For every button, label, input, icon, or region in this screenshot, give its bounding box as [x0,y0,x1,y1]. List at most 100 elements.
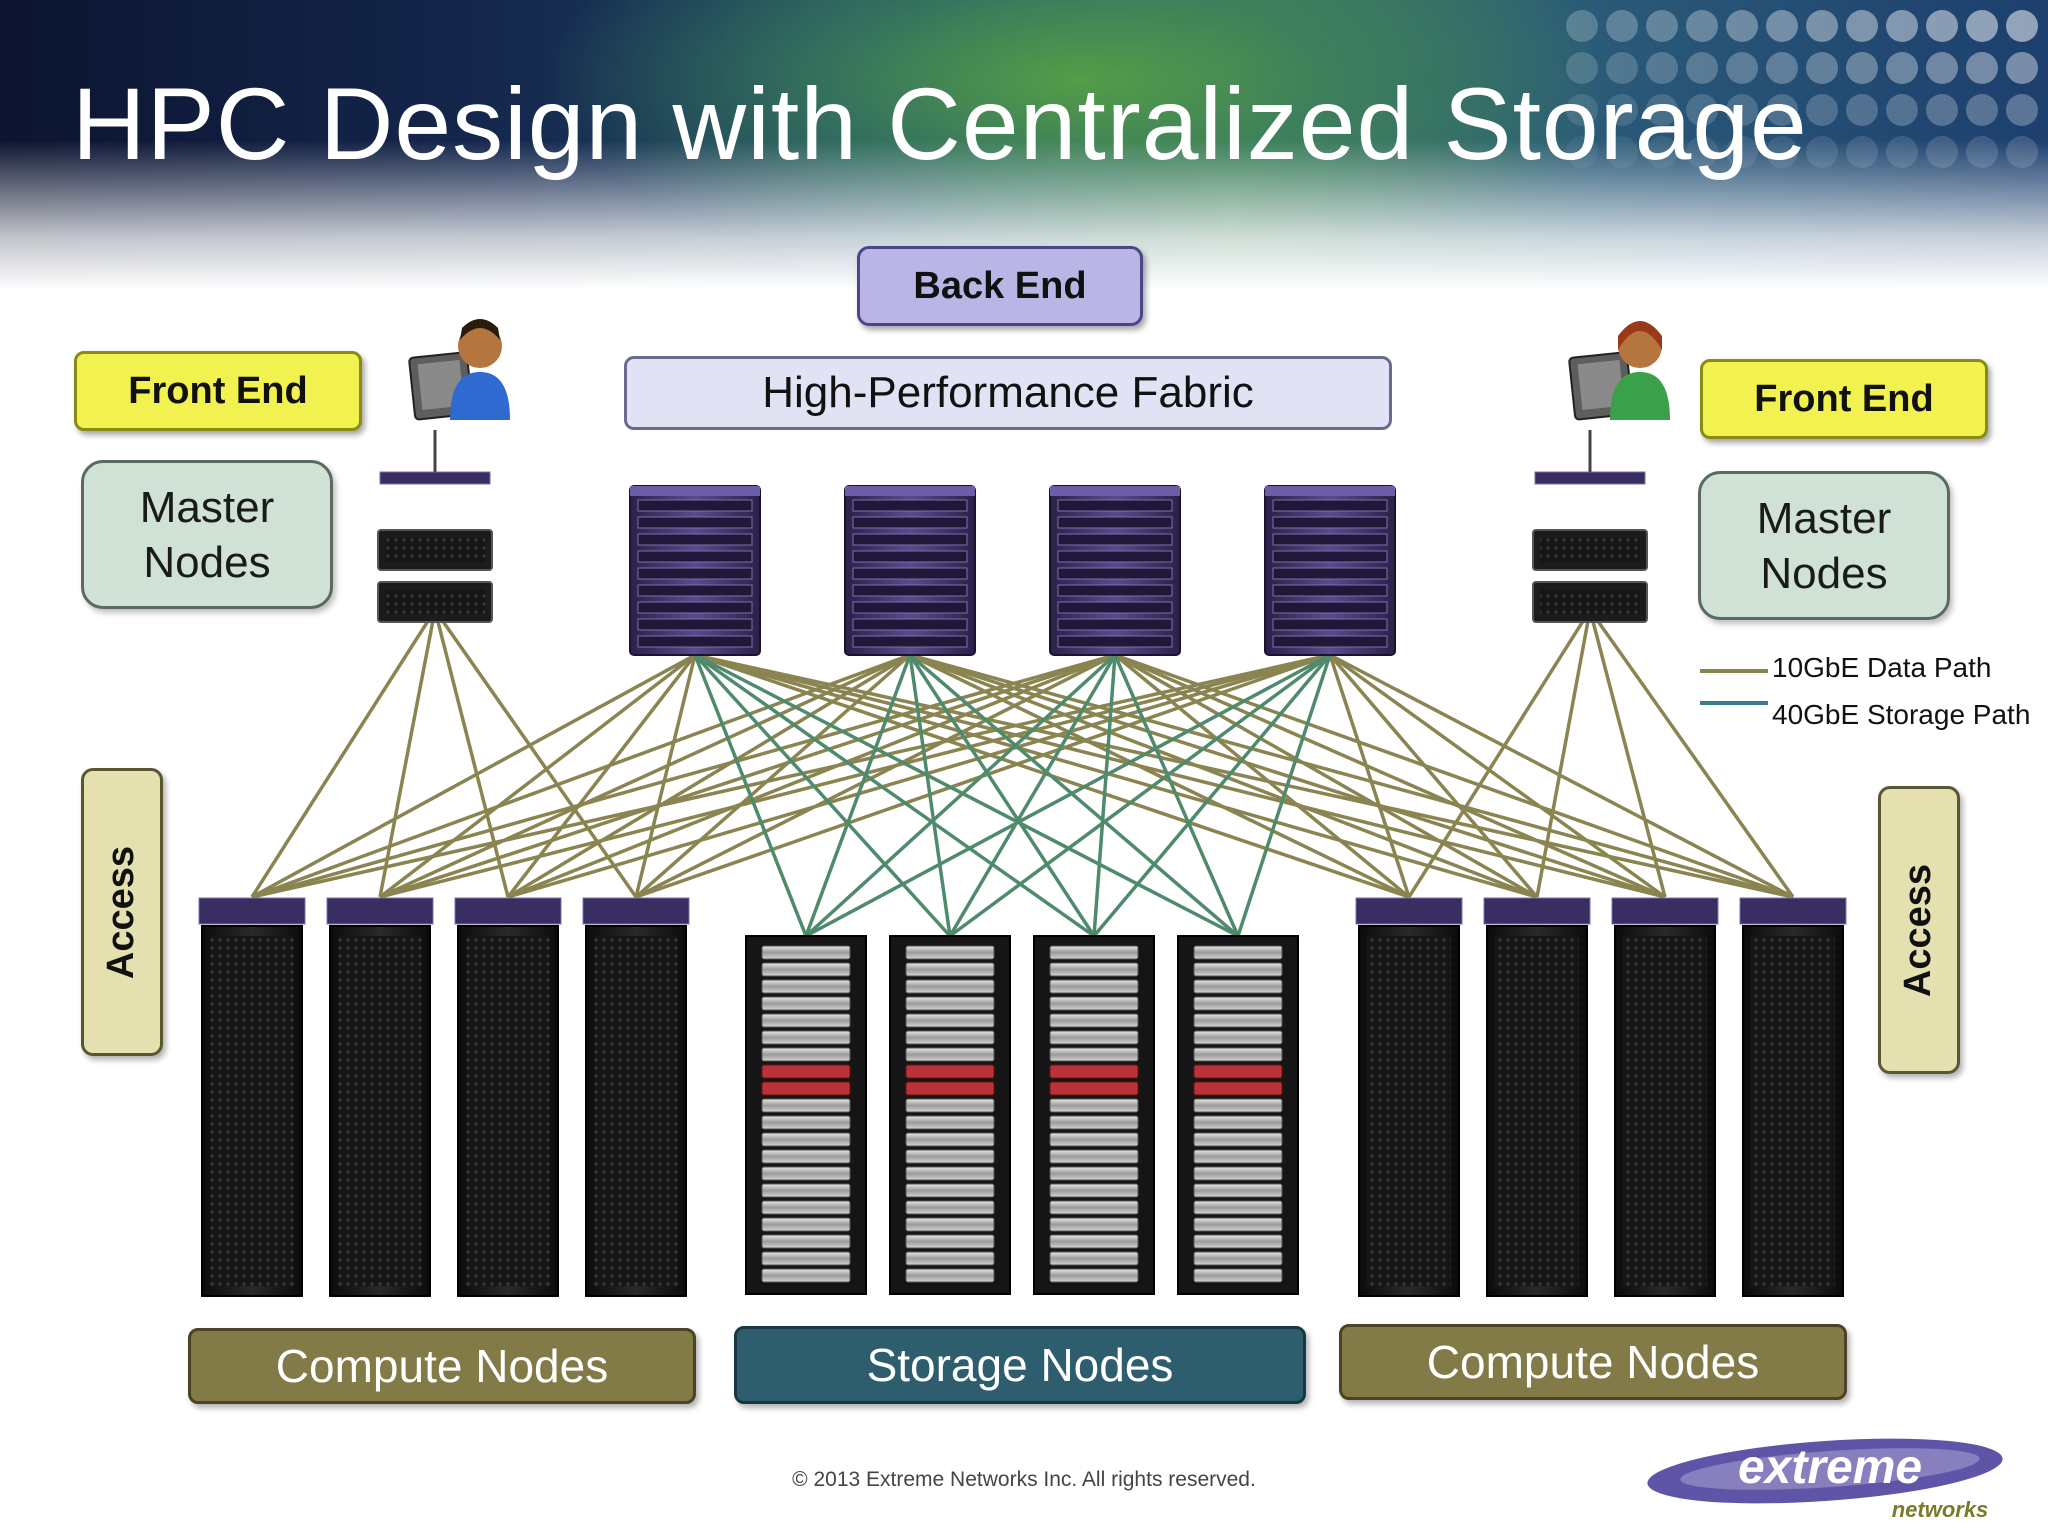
storage-drive-shelf [905,1081,995,1096]
master-server-front [385,590,485,614]
storage-drive-shelf [761,1081,851,1096]
storage-drive-shelf [1193,1149,1283,1164]
compute-nodes-label-right: Compute Nodes [1339,1324,1847,1400]
data-path-link [378,609,437,898]
banner-dot [1806,10,1838,42]
master-switch [1534,471,1646,485]
banner-dot [1766,52,1798,84]
fabric-switch-blade [637,618,753,631]
access-label-right: Access [1878,786,1960,1074]
data-path-link [1328,654,1411,898]
rack-door [594,936,678,1286]
high-performance-fabric-label: High-Performance Fabric [624,356,1392,430]
user-workstation-icon-left [408,319,510,421]
banner-dot [1686,10,1718,42]
access-switch [1355,897,1463,925]
legend-data-path-label: 10GbE Data Path [1772,652,1992,683]
banner-dot [1726,94,1758,126]
storage-drive-shelf [1193,1115,1283,1130]
storage-drive-shelf [1193,1064,1283,1079]
storage-rack [745,935,867,1295]
storage-drive-shelf [761,1132,851,1147]
storage-drive-shelf [905,1183,995,1198]
storage-drive-shelf [905,1217,995,1232]
master-server-front [1540,590,1640,614]
fabric-switch-blade [637,533,753,546]
storage-drive-shelf [1049,1013,1139,1028]
logo-highlight [1680,1448,1980,1490]
access-switch [454,897,562,925]
banner-dot [1846,52,1878,84]
storage-path-link [948,654,1117,937]
banner-dot [1926,52,1958,84]
compute-rack [198,897,306,1297]
access-switch [1483,897,1591,925]
storage-drive-shelf [1193,1132,1283,1147]
equipment [198,319,1847,1297]
storage-drive-shelf [1193,1098,1283,1113]
data-path-link [1329,653,1794,899]
banner-dot [2006,52,2038,84]
banner-dot [1606,52,1638,84]
access-label-left-text: Access [100,845,143,979]
compute-rack [1483,897,1591,1297]
storage-drive-shelf [1049,1166,1139,1181]
banner-dot [1566,52,1598,84]
banner-dot [1686,94,1718,126]
storage-drive-shelf [905,1149,995,1164]
banner-dot [1806,52,1838,84]
data-path-link [1114,653,1666,899]
storage-drive-shelf [905,1268,995,1283]
storage-nodes-label: Storage Nodes [734,1326,1306,1404]
banner-dot [1606,94,1638,126]
data-path-link [634,653,912,899]
storage-drive-shelf [905,1251,995,1266]
storage-drive-shelf [761,1115,851,1130]
fabric-switch-blade [1272,635,1388,648]
banner-dot [1766,94,1798,126]
fabric-switch-blade [1057,601,1173,614]
data-path-link [1113,653,1411,899]
banner-dot [1646,52,1678,84]
fabric-switch-blade [1057,584,1173,597]
data-path-link [379,653,1331,899]
access-switch [582,897,690,925]
rack-door [1495,936,1579,1286]
data-path-link [1588,608,1795,899]
fabric-switch-blade [1057,635,1173,648]
fabric-switch-blade [1057,533,1173,546]
storage-drive-shelf [1049,962,1139,977]
fabric-switch-blade [852,499,968,512]
data-path-link [1588,609,1667,898]
copyright-notice: © 2013 Extreme Networks Inc. All rights … [792,1468,1256,1491]
storage-path-link [804,654,912,937]
storage-drive-shelf [761,979,851,994]
front-end-label-right: Front End [1700,359,1988,439]
storage-path-link [1092,653,1332,938]
banner-dot [1686,52,1718,84]
user-workstation-icon-right [1568,321,1670,421]
master-nodes-label-right: Master Nodes [1698,471,1950,620]
data-path-link [1535,609,1592,898]
master-node-servers-left [377,430,493,623]
data-path-link [433,608,638,899]
logo-wordmark: extreme [1738,1441,1922,1494]
storage-drive-shelf [761,1030,851,1045]
storage-path-link [1236,654,1332,937]
data-path-link [379,653,1116,899]
storage-drive-shelf [1193,1251,1283,1266]
fabric-switch-blade [637,499,753,512]
banner-dot [1726,52,1758,84]
data-path-link [694,653,1538,899]
storage-drive-shelf [905,1132,995,1147]
data-path-link [909,653,1794,899]
banner-dot [1886,94,1918,126]
storage-path-link [805,653,1331,938]
storage-drive-shelf [1193,979,1283,994]
storage-drive-shelf [1049,1183,1139,1198]
access-switch [198,897,306,925]
data-path-link [507,653,911,899]
data-path-link [250,609,437,898]
fabric-switch-blade [1057,499,1173,512]
data-path-link [251,653,911,899]
